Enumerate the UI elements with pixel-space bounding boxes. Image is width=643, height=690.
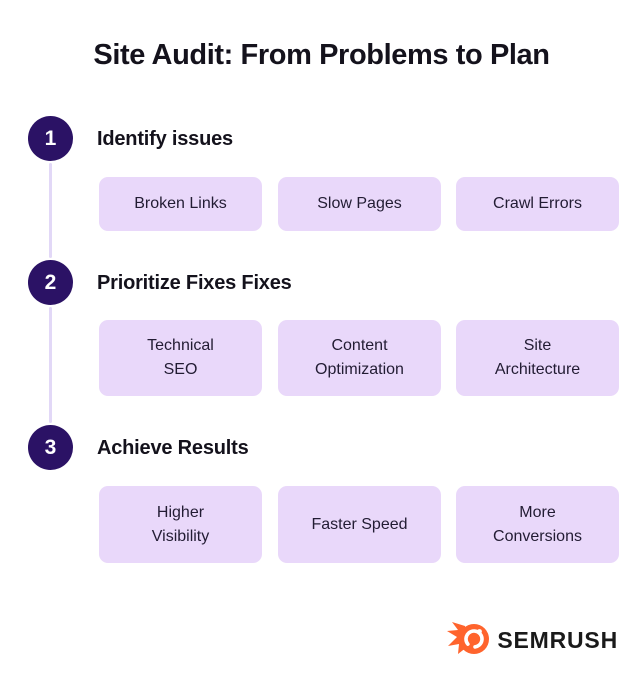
topic-pill: Content Optimization <box>278 320 441 396</box>
semrush-logo: SEMRUSH <box>446 620 618 660</box>
page-title: Site Audit: From Problems to Plan <box>93 39 550 71</box>
step-3-number: 3 <box>44 435 57 459</box>
step-3-badge: 3 <box>28 425 73 470</box>
topic-pill: Crawl Errors <box>456 177 619 231</box>
topic-pill: Site Architecture <box>456 320 619 396</box>
topic-pill: Technical SEO <box>99 320 262 396</box>
step-2-badge: 2 <box>28 260 73 305</box>
step-1-heading: Identify issues <box>97 128 233 150</box>
topic-pill: Slow Pages <box>278 177 441 231</box>
semrush-comet-icon <box>446 620 490 660</box>
topic-pill: Broken Links <box>99 177 262 231</box>
step-2-number: 2 <box>44 270 57 294</box>
step-3-heading: Achieve Results <box>97 437 249 459</box>
semrush-logo-text: SEMRUSH <box>497 626 618 653</box>
step-1-badge: 1 <box>28 116 73 161</box>
step-1-number: 1 <box>44 126 57 150</box>
connector-line-1 <box>49 163 52 258</box>
topic-pill: More Conversions <box>456 486 619 563</box>
topic-pill: Higher Visibility <box>99 486 262 563</box>
step-2-heading: Prioritize Fixes Fixes <box>97 272 292 294</box>
connector-line-2 <box>49 307 52 423</box>
topic-pill: Faster Speed <box>278 486 441 563</box>
